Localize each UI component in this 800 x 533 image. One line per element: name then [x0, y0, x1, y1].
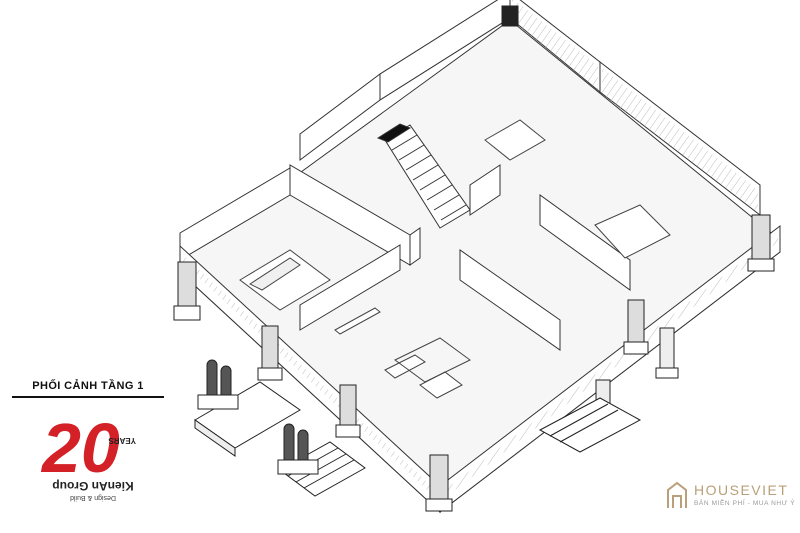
entrance-porch-right: [538, 397, 642, 453]
years-label: YEARS: [108, 436, 136, 445]
column-front-1: [425, 454, 453, 512]
column-right-1: [623, 299, 649, 355]
watermark-tagline: BẢN MIỄN PHÍ - MUA NHƯ Ý: [694, 500, 796, 507]
bed: [239, 249, 331, 311]
dining-table: [594, 204, 671, 259]
column-left-2: [257, 325, 283, 381]
tv-cabinet: [334, 307, 381, 335]
entrance-porch-front: [277, 423, 366, 497]
entrance-porch-left: [194, 359, 301, 457]
caption-title: PHỐI CẢNH TẦNG 1: [32, 380, 144, 392]
column-corner-top: [501, 5, 519, 27]
column-mid-1: [335, 384, 361, 438]
years-number: 20: [40, 410, 120, 487]
caption-divider: [12, 396, 164, 398]
kitchen-island: [484, 119, 546, 161]
house-logo-icon: [667, 481, 687, 508]
outer-walls: [179, 0, 761, 261]
column-left-1: [173, 261, 201, 321]
furniture: [239, 119, 671, 399]
company-20-years-logo: 20 YEARS KienAn Group Design & Build: [40, 410, 136, 501]
watermark: HOUSEVIET BẢN MIỄN PHÍ - MUA NHƯ Ý: [664, 478, 796, 518]
column-right-2: [747, 214, 775, 272]
watermark-name: HOUSEVIET: [694, 482, 789, 498]
column-porch-2: [655, 327, 679, 379]
staircase: [376, 123, 471, 229]
front-walls: [179, 224, 781, 514]
company-name: KienAn Group: [52, 479, 133, 493]
interior-walls: [289, 164, 631, 351]
rug: [394, 337, 471, 383]
sofa: [384, 354, 426, 379]
company-subline: Design & Build: [70, 494, 116, 501]
